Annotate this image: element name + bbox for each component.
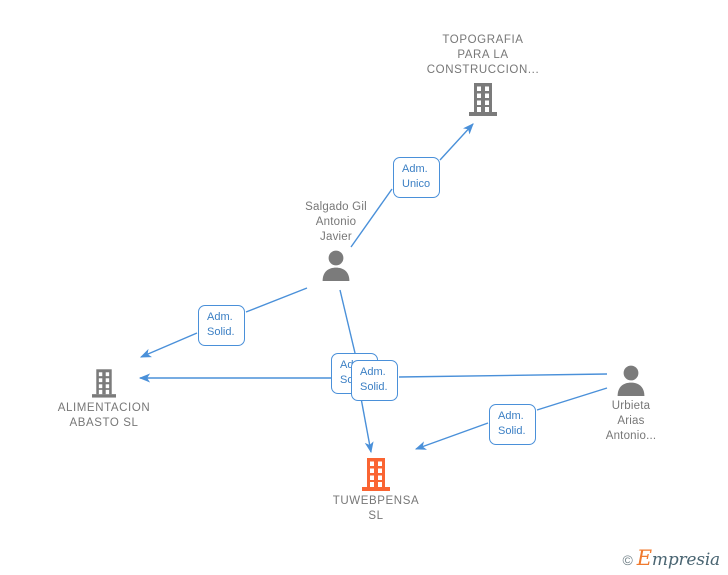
edge-urbieta-tuwebpensa-b <box>414 422 489 450</box>
edge-salgado-alimentacion-a <box>245 287 308 313</box>
node-label-urbieta: Urbieta Arias Antonio... <box>605 400 657 442</box>
person-icon <box>321 249 351 281</box>
edge-salgado-tuwebpensa-b <box>360 397 374 454</box>
building-icon <box>92 368 116 398</box>
edge-salgado-topografia-a <box>350 188 393 248</box>
empresia-logo-initial: E <box>636 546 652 570</box>
relation-tag-urbieta-alimentacion[interactable]: Adm. Solid. <box>351 360 398 401</box>
edge-salgado-tuwebpensa-a <box>339 289 356 354</box>
empresia-logo: Empresia <box>637 548 720 570</box>
node-label-alimentacion: ALIMENTACION ABASTO SL <box>57 402 151 429</box>
edge-salgado-topografia-b <box>439 123 474 161</box>
node-topografia[interactable]: TOPOGRAFIA PARA LA CONSTRUCCION... <box>403 33 563 116</box>
edge-urbieta-alimentacion-a <box>398 373 608 378</box>
node-label-tuwebpensa: TUWEBPENSA SL <box>332 495 420 522</box>
relation-tag-adm-unico[interactable]: Adm. Unico <box>393 157 440 198</box>
building-icon <box>469 82 497 116</box>
building-icon <box>362 457 390 491</box>
node-label-salgado: Salgado Gil Antonio Javier <box>305 201 367 243</box>
node-salgado[interactable]: Salgado Gil Antonio Javier <box>256 200 416 281</box>
node-alimentacion[interactable]: ALIMENTACION ABASTO SL <box>24 368 184 431</box>
edge-urbieta-tuwebpensa-a <box>536 387 608 411</box>
person-icon <box>616 364 646 396</box>
node-tuwebpensa[interactable]: TUWEBPENSA SL <box>296 457 456 524</box>
node-label-topografia: TOPOGRAFIA PARA LA CONSTRUCCION... <box>426 34 540 76</box>
relation-tag-urbieta-tuwebpensa[interactable]: Adm. Solid. <box>489 404 536 445</box>
empresia-logo-rest: mpresia <box>651 550 720 570</box>
edge-salgado-alimentacion-b <box>139 332 198 358</box>
empresia-watermark: © Empresia <box>622 548 720 570</box>
relation-tag-salgado-alimentacion[interactable]: Adm. Solid. <box>198 305 245 346</box>
node-urbieta[interactable]: Urbieta Arias Antonio... <box>551 364 711 444</box>
copyright-symbol: © <box>622 551 633 568</box>
